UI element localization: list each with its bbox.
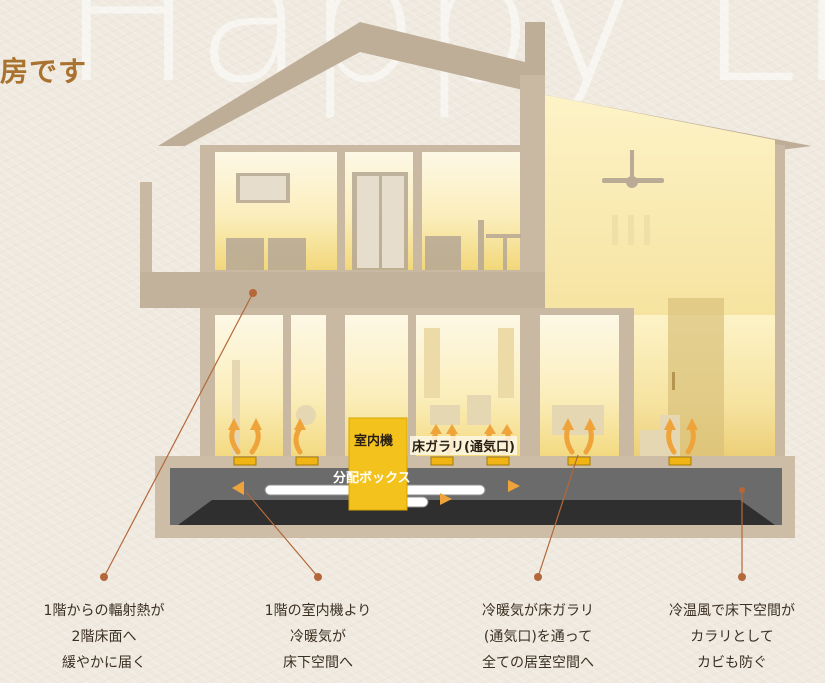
underfloor-ground	[178, 500, 775, 525]
room-downstairs-5	[540, 315, 619, 463]
upstairs-furniture-highlights	[240, 176, 404, 268]
caption-line: カビも防ぐ	[697, 655, 767, 671]
balcony-wall	[140, 182, 152, 277]
caption-underfloor-dry: 冷温風で床下空間が カラリとして カビも防ぐ	[642, 598, 822, 676]
caption-line: 冷温風で床下空間が	[669, 603, 795, 619]
caption-indoor-unit: 1階の室内機より 冷暖気が 床下空間へ	[228, 598, 408, 676]
atrium-windows	[612, 215, 650, 245]
callout-lines	[103, 292, 743, 578]
caption-line: 2階床面へ	[71, 629, 137, 645]
room-downstairs-1	[215, 315, 283, 463]
heading-text: 房です	[0, 55, 88, 88]
floor-vents	[233, 456, 692, 466]
label-distribution-box: 分配ボックス	[333, 471, 411, 486]
caption-line: 1階の室内機より	[264, 603, 372, 619]
caption-line: 全ての居室空間へ	[482, 655, 594, 671]
caption-line: 床下空間へ	[283, 655, 353, 671]
ceiling-fan-icon	[602, 150, 664, 188]
label-indoor-unit: 室内機	[354, 434, 394, 449]
curtains	[424, 328, 514, 398]
caption-line: 1階からの輻射熱が	[43, 603, 165, 619]
caption-line: 緩やかに届く	[62, 655, 146, 671]
caption-line: 冷暖気が	[290, 629, 346, 645]
caption-floor-vent: 冷暖気が床ガラリ (通気口)を通って 全ての居室空間へ	[448, 598, 628, 676]
atrium-door-handle	[672, 372, 675, 390]
second-floor-slab	[140, 272, 625, 308]
caption-radiant-heat: 1階からの輻射熱が 2階床面へ 緩やかに届く	[14, 598, 194, 676]
indoor-unit	[348, 417, 408, 511]
caption-line: 冷暖気が床ガラリ	[482, 603, 594, 619]
callout-dots	[100, 289, 746, 581]
caption-line: (通気口)を通って	[483, 629, 593, 645]
air-flow-arrowheads	[228, 418, 698, 505]
caption-line: カラリとして	[690, 629, 774, 645]
label-floor-vent: 床ガラリ(通気口)	[410, 436, 517, 455]
